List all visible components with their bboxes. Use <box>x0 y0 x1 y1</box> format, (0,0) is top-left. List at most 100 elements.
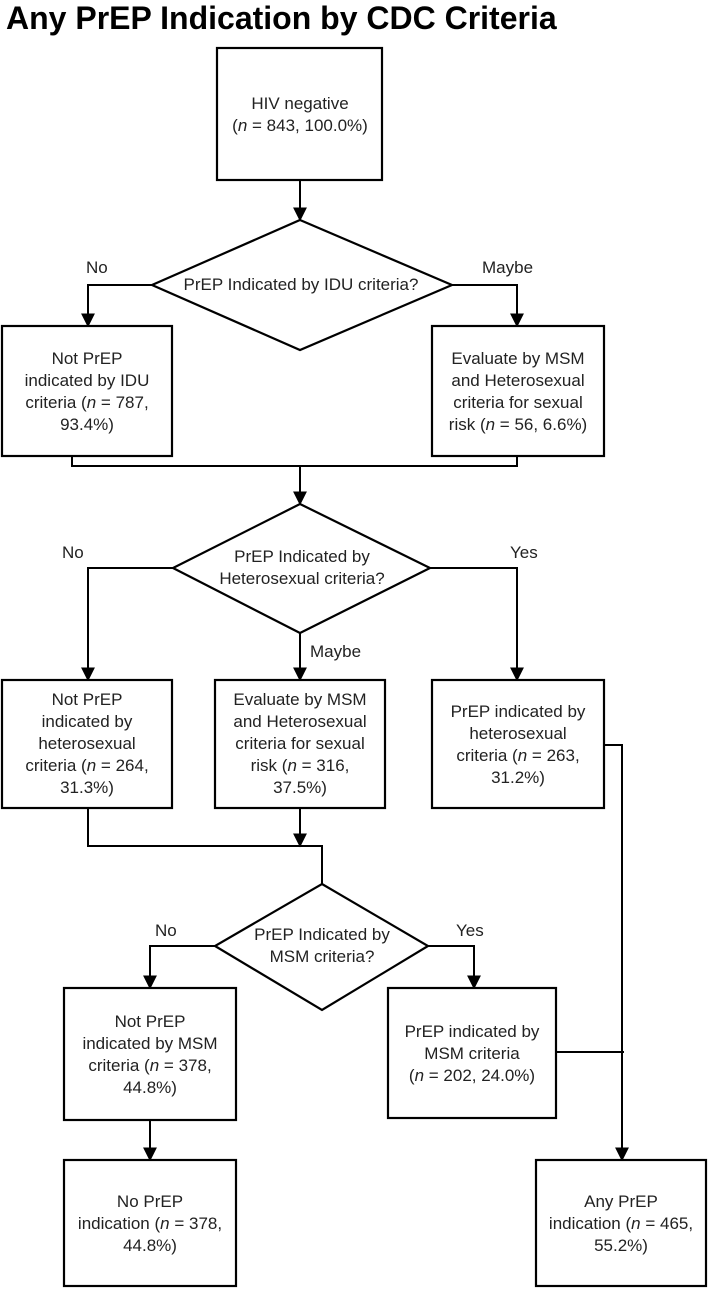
decision-heterosexual <box>170 502 433 635</box>
node-text-line: heterosexual <box>469 724 566 743</box>
node-text-line: HIV negative <box>251 94 348 113</box>
node-text-line: Not PrEP <box>52 349 123 368</box>
node-text-line: Not PrEP <box>115 1012 186 1031</box>
node-text-line: criteria ( <box>88 1056 150 1075</box>
node-text-line: Heterosexual criteria? <box>219 569 384 588</box>
node-text-line: heterosexual <box>38 734 135 753</box>
node-text-not-idu: Not PrEP indicated by IDU criteria (n = 78… <box>25 349 150 434</box>
edge-idu-maybe <box>452 284 524 328</box>
node-text-line: 44.8%) <box>123 1236 177 1255</box>
node-text-d-idu: PrEP Indicated by IDU criteria? <box>184 275 419 294</box>
edge-merge-to-msm <box>87 808 323 884</box>
label-het-yes: Yes <box>510 543 538 562</box>
node-text-line: and Heterosexual <box>233 712 366 731</box>
node-text-line: criteria ( <box>456 746 518 765</box>
node-text-line: = 56, 6.6%) <box>495 415 587 434</box>
node-text-line: PrEP Indicated by <box>234 547 370 566</box>
node-any-prep <box>534 1158 708 1288</box>
label-idu-no: No <box>86 258 108 277</box>
node-text-line: = 378, <box>159 1056 211 1075</box>
node-text-line: Evaluate by MSM <box>451 349 584 368</box>
node-text-line: = 263, <box>527 746 579 765</box>
diagram-title: Any PrEP Indication by CDC Criteria <box>6 0 557 36</box>
node-text-eval2: Evaluate by MSM and Heterosexual criteria … <box>233 690 366 797</box>
node-text-line: PrEP Indicated by IDU criteria? <box>184 275 419 294</box>
node-text-line: n <box>87 393 96 412</box>
node-text-line: indication ( <box>549 1214 632 1233</box>
node-text-line: and Heterosexual <box>451 371 584 390</box>
node-not-msm <box>62 986 238 1122</box>
node-text-line: indicated by <box>42 712 133 731</box>
node-text-line: No PrEP <box>117 1192 183 1211</box>
node-evaluate-2 <box>213 678 387 810</box>
node-text-line: MSM criteria? <box>270 947 375 966</box>
node-text-line: indication ( <box>78 1214 161 1233</box>
node-text-line: Not PrEP <box>52 690 123 709</box>
connectors <box>71 180 629 1162</box>
node-text-line: n <box>415 1066 424 1085</box>
edge-labels: No Maybe No Maybe Yes No Yes <box>62 258 538 940</box>
node-text-line: PrEP Indicated by <box>254 925 390 944</box>
node-text-line: n <box>287 756 296 775</box>
node-no-prep <box>62 1158 238 1288</box>
edge-het-yes <box>430 567 524 682</box>
node-text-hiv-neg: HIV negative(n = 843, 100.0%) <box>232 94 368 135</box>
edge-het-no <box>81 567 173 682</box>
node-text-line: criteria for sexual <box>235 734 364 753</box>
node-text-line: 37.5%) <box>273 778 327 797</box>
node-text-line: indicated by MSM <box>82 1034 217 1053</box>
node-text-line: Evaluate by MSM <box>233 690 366 709</box>
node-text-line: = 202, 24.0%) <box>424 1066 535 1085</box>
node-texts: HIV negative(n = 843, 100.0%)PrEP Indica… <box>25 94 693 1255</box>
node-text-line: 55.2%) <box>594 1236 648 1255</box>
node-text-line: indicated by IDU <box>25 371 150 390</box>
label-het-no: No <box>62 543 84 562</box>
node-text-line: risk ( <box>449 415 486 434</box>
node-hiv-negative <box>215 46 384 182</box>
node-not-heterosexual <box>0 678 174 810</box>
node-text-line: criteria ( <box>25 393 87 412</box>
decision-msm <box>212 882 431 1012</box>
node-text-line: MSM criteria <box>424 1044 520 1063</box>
edge-merge-to-het <box>71 456 518 504</box>
node-text-line: = 378, <box>170 1214 222 1233</box>
node-text-line: n <box>150 1056 159 1075</box>
node-text-line: ( <box>232 116 238 135</box>
node-text-line: = 787, <box>96 393 148 412</box>
node-text-line: ( <box>409 1066 415 1085</box>
node-text-line: criteria for sexual <box>453 393 582 412</box>
node-text-line: = 316, <box>297 756 349 775</box>
node-text-line: n <box>518 746 527 765</box>
node-text-d-het: PrEP Indicated by Heterosexual criteria? <box>219 547 384 588</box>
node-text-line: = 264, <box>96 756 148 775</box>
node-text-line: 31.3%) <box>60 778 114 797</box>
node-text-line: n <box>486 415 495 434</box>
node-text-line: n <box>238 116 247 135</box>
decision-idu <box>149 218 455 352</box>
label-het-maybe: Maybe <box>310 642 361 661</box>
node-text-line: PrEP indicated by <box>405 1022 540 1041</box>
shapes <box>0 46 708 1288</box>
node-text-msm-yes: PrEP indicated by MSM criteria (n = 202, 2… <box>405 1022 540 1085</box>
node-text-line: 31.2%) <box>491 768 545 787</box>
node-evaluate-1 <box>430 324 606 458</box>
node-text-het-yes: PrEP indicated by heterosexual criteria (n… <box>451 702 586 787</box>
node-text-line: Any PrEP <box>584 1192 658 1211</box>
node-text-line: n <box>160 1214 169 1233</box>
edge-idu-no <box>81 284 152 328</box>
node-text-d-msm: PrEP Indicated by MSM criteria? <box>254 925 390 966</box>
node-text-line: 44.8%) <box>123 1078 177 1097</box>
edge-msm-yes <box>428 945 481 990</box>
node-text-line: 93.4%) <box>60 415 114 434</box>
label-idu-maybe: Maybe <box>482 258 533 277</box>
node-text-no-prep: No PrEP indication (n = 378, 44.8%) <box>78 1192 222 1255</box>
edge-hetyes-to-any <box>604 744 629 1162</box>
node-text-line: risk ( <box>251 756 288 775</box>
node-text-line: n <box>87 756 96 775</box>
node-text-eval1: Evaluate by MSM and Heterosexual criteria … <box>449 349 587 434</box>
node-text-line: PrEP indicated by <box>451 702 586 721</box>
edge-msm-no <box>143 945 215 990</box>
